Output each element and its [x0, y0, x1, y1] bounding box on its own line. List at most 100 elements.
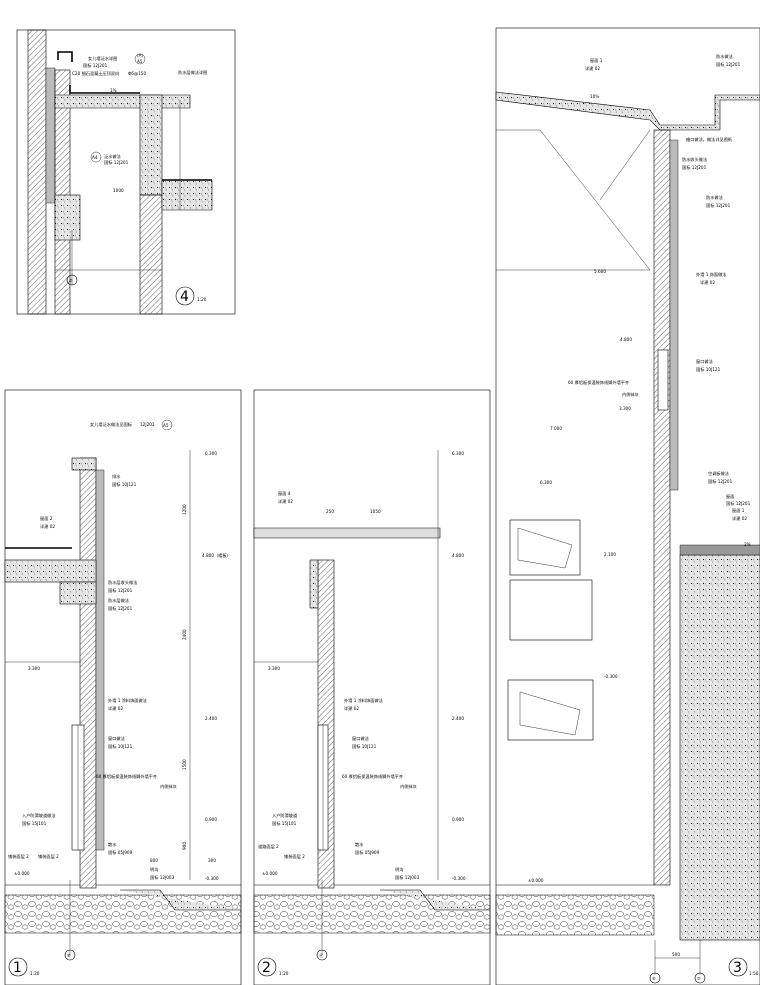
detail-4-column	[139, 194, 163, 315]
detail-1-label-j: 明沟	[150, 866, 158, 873]
detail-1-ramp	[120, 889, 241, 911]
detail-3-slope: 10%	[590, 94, 599, 99]
detail-1-ref-bubble-top	[161, 419, 173, 431]
detail-2-label-i: 散水	[355, 841, 364, 848]
detail-3-id-bubble	[728, 957, 748, 977]
detail-1-label-l: 铺装面层 2	[38, 853, 59, 860]
detail-1-elev-2: 4.800（楼板）	[202, 552, 231, 559]
detail-3-axis-1: ⑥	[652, 976, 656, 981]
detail-4-scale: 1:20	[197, 297, 207, 302]
detail-2-ref-j: 国标 12J003	[395, 874, 420, 881]
detail-3-label-a: 防水做法	[716, 53, 733, 60]
detail-1-id: 1	[13, 960, 22, 976]
detail-4-ref-1c: A5	[137, 59, 143, 64]
detail-2-id-bubble	[257, 957, 277, 977]
detail-4-dim-1: 1000	[113, 188, 124, 193]
detail-1-label-g: 内侧抹灰	[160, 783, 177, 790]
detail-3-truss	[496, 129, 651, 271]
detail-4-insulation	[45, 67, 56, 204]
detail-2-elev-6: ±0.000	[262, 871, 278, 876]
detail-1-elev-7: -0.300	[205, 876, 219, 881]
detail-3-ref-k: 国标 12J201	[726, 500, 751, 507]
detail-4-ref-2b: A4	[92, 155, 98, 160]
detail-3-ref-e: 详建 02	[700, 279, 715, 286]
detail-3-ref-a: 国标 12J201	[716, 61, 741, 68]
detail-1-label-f: 60 厚铝板保温装饰线脚外墙平齐	[96, 773, 158, 780]
detail-2-label-h: 入户防滑坡道	[272, 812, 298, 819]
detail-2-label-f: 60 厚铝板保温装饰线脚外墙平齐	[342, 773, 404, 780]
detail-2-frame	[253, 389, 491, 985]
detail-4-lower-slab	[161, 179, 213, 211]
detail-1-elev-4: 2.400	[205, 716, 217, 721]
detail-3-roof-label: 屋面 1	[590, 58, 603, 64]
detail-2-ref-h: 国标 15J101	[272, 820, 297, 827]
detail-3-ref-d: 国标 12J201	[706, 202, 731, 209]
detail-1-label-i: 散水	[108, 841, 117, 848]
detail-2-elev-4: 2.400	[452, 716, 464, 721]
detail-2-ramp	[380, 889, 490, 911]
detail-4-frame	[16, 29, 236, 315]
detail-4-coping	[57, 51, 73, 62]
detail-1-ref-h: 国标 15J101	[22, 820, 47, 827]
detail-2-elev-2: 4.800	[452, 553, 464, 558]
detail-3-elev-7: 7.000	[550, 426, 562, 431]
detail-2-ref-e: 国标 10J121	[352, 743, 377, 750]
detail-1-dim-4: 900	[182, 842, 187, 850]
detail-1-ground	[4, 894, 242, 934]
detail-1-ref-j: 国标 12J003	[150, 874, 175, 881]
detail-4-membrane	[69, 85, 212, 181]
detail-3-ac-unit-1-fan	[517, 527, 573, 569]
detail-2-label-g: 内侧抹灰	[400, 783, 417, 790]
detail-2-elev-1: 6.300	[452, 451, 464, 456]
detail-2-label-j: 明沟	[395, 866, 403, 873]
detail-4-ref-bubble-2	[90, 151, 102, 163]
detail-1-roof-ref: 详建 02	[40, 523, 55, 530]
detail-4-ref-2: 国标 12J201	[104, 159, 129, 166]
detail-2-roof-ref: 详建 02	[278, 498, 293, 505]
detail-4-slope: 1%	[110, 88, 117, 93]
detail-3: ⑥ ⑦ 500 屋面 1 详建 02 10% 防水做法 国标 12J201 檐口…	[495, 27, 760, 985]
detail-2-elev-3: 3.300	[268, 666, 280, 671]
detail-3-label-f: 窗口做法	[696, 358, 713, 365]
detail-2-id: 2	[262, 960, 271, 976]
detail-3-dim-1: 500	[672, 952, 680, 957]
detail-1-dim-2: 2400	[182, 629, 187, 640]
detail-1-ref-d: 详建 02	[108, 705, 123, 712]
detail-3-ac-unit-3	[507, 679, 594, 741]
detail-3-label-b: 檐口做法，做法详见图纸	[686, 136, 733, 143]
detail-3-id: 3	[733, 960, 742, 976]
detail-1-label-e: 窗口做法	[108, 735, 125, 742]
detail-2-axis: Ⓐ	[319, 952, 324, 959]
detail-3-ref-c: 国标 12J201	[682, 164, 707, 171]
detail-1-frame	[4, 389, 242, 985]
detail-1-axis-bubble	[64, 949, 76, 961]
detail-3-elev-1: 5.600	[594, 269, 606, 274]
detail-1-dim-1: 1200	[182, 504, 187, 515]
detail-3-wall	[653, 129, 671, 886]
detail-1-ref-top: 12J201	[140, 422, 155, 427]
detail-3-label-k: 屋面	[726, 494, 734, 500]
detail-1-label-h: 入户防滑坡道做法	[22, 812, 56, 819]
detail-4-axis-bubble	[66, 274, 78, 286]
detail-2: Ⓐ 屋面 4 详建 02 250 1050 外墙 1 涂料饰面做法 详建 02 …	[253, 389, 491, 985]
detail-3-ref-j: 详建 02	[732, 515, 747, 522]
detail-2-elev-7: -0.300	[452, 876, 466, 881]
detail-4-parapet	[139, 94, 163, 196]
detail-1-ref-b: 国标 12J201	[108, 587, 133, 594]
detail-2-roof-label: 屋面 4	[278, 491, 291, 497]
detail-3-roof-ref: 详建 02	[585, 65, 600, 72]
detail-4: ⑦ 女儿墙泛水详图 (A) A5 国标 12J201 C20 细石混凝土压顶双向…	[16, 29, 236, 315]
detail-3-label-e: 外墙 1 饰面做法	[696, 271, 726, 278]
detail-3-label-g: 60 厚铝板保温装饰线脚外墙平齐	[568, 379, 630, 386]
detail-3-scale: 1:50	[749, 971, 759, 976]
detail-3-ref-i: 国标 12J201	[708, 478, 733, 485]
detail-3-ac-unit-3-fan	[519, 691, 581, 736]
detail-1-roof-slab	[4, 559, 97, 583]
detail-3-ac-slab	[679, 544, 760, 556]
detail-1-label-top: 女儿墙泛水做法见国标	[90, 421, 132, 428]
detail-1-label-d: 外墙 1 涂料饰面做法	[108, 697, 147, 704]
detail-1-scale: 1:20	[30, 971, 40, 976]
detail-1-label-k: 铺装面层 2	[8, 853, 29, 860]
detail-4-wall-inner	[54, 69, 71, 315]
